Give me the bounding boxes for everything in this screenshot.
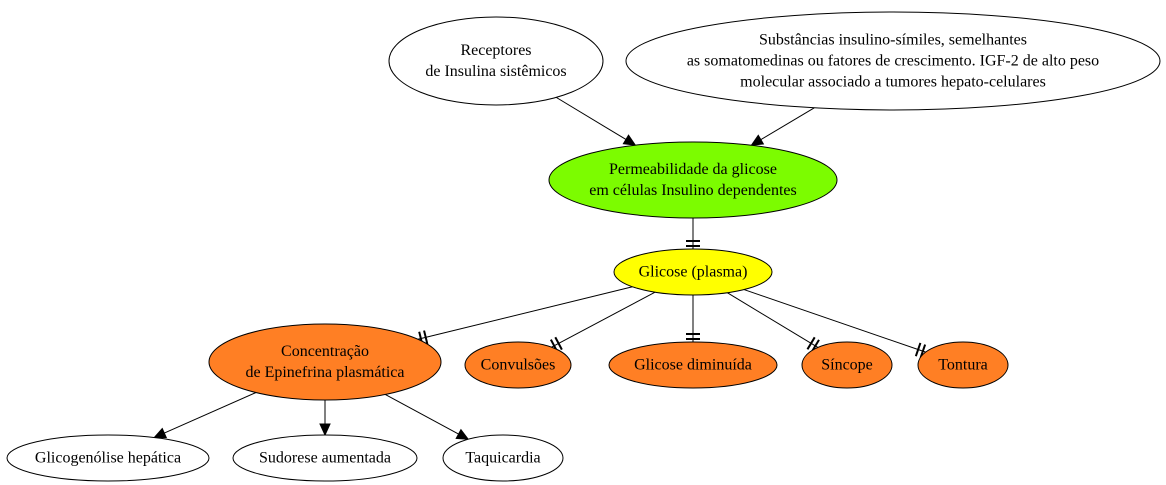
node-label-line: as somatomedinas ou fatores de crescimen… bbox=[687, 53, 1099, 70]
edge-line bbox=[551, 291, 656, 348]
edge-epinefrina-to-sudorese bbox=[319, 400, 331, 437]
arrowhead bbox=[153, 427, 168, 439]
inhibition-bar-2 bbox=[554, 336, 563, 351]
node-label-line: Glicose (plasma) bbox=[639, 264, 748, 281]
node-shape bbox=[917, 341, 1009, 389]
node-shape bbox=[613, 248, 773, 296]
arrowhead bbox=[319, 423, 331, 437]
node-permeabilidade: Permeabilidade da glicose em células Insu… bbox=[548, 141, 838, 219]
edge-glicose_plasma-to-glicose_diminuida bbox=[686, 295, 700, 342]
node-shape bbox=[801, 341, 893, 389]
inhibition-bar-2 bbox=[914, 342, 922, 357]
arrowhead bbox=[455, 428, 470, 440]
node-shape bbox=[548, 141, 838, 219]
node-shape bbox=[6, 434, 210, 482]
node-glicose-plasma: Glicose (plasma) bbox=[613, 248, 773, 296]
node-label-line: Síncope bbox=[821, 357, 873, 374]
arrowhead bbox=[750, 134, 765, 146]
edge-glicose_plasma-to-epinefrina bbox=[417, 286, 633, 346]
edge-line bbox=[760, 107, 815, 141]
node-taquicardia: Taquicardia bbox=[442, 434, 564, 482]
nodes-layer: Receptores de Insulina sistêmicos Substânc… bbox=[6, 11, 1161, 482]
edge-line bbox=[727, 292, 819, 348]
node-shape bbox=[608, 341, 778, 389]
edge-glicose_plasma-to-sincope bbox=[727, 292, 820, 353]
node-shape bbox=[625, 11, 1161, 111]
edge-epinefrina-to-glicogenolise bbox=[153, 392, 257, 439]
node-label-line: Substâncias insulino-símiles, semelhante… bbox=[759, 32, 1027, 49]
edge-line bbox=[743, 289, 926, 353]
node-label-line: Tontura bbox=[938, 357, 988, 374]
node-shape bbox=[388, 16, 604, 106]
node-epinefrina: Concentração de Epinefrina plasmática bbox=[208, 323, 442, 401]
node-shape bbox=[208, 323, 442, 401]
edge-permeabilidade-to-glicose_plasma bbox=[686, 218, 700, 249]
node-sudorese: Sudorese aumentada bbox=[232, 434, 418, 482]
edge-line bbox=[417, 286, 633, 340]
node-sincope: Síncope bbox=[801, 341, 893, 389]
edge-epinefrina-to-taquicardia bbox=[384, 394, 470, 440]
node-shape bbox=[232, 434, 418, 482]
node-label-line: Glicogenólise hepática bbox=[35, 450, 181, 467]
node-shape bbox=[464, 341, 572, 389]
edge-receptores-to-permeabilidade bbox=[555, 96, 637, 146]
node-label-line: de Epinefrina plasmática bbox=[245, 364, 404, 381]
node-label-line: Convulsões bbox=[481, 357, 556, 374]
node-tontura: Tontura bbox=[917, 341, 1009, 389]
node-label-line: Concentração bbox=[281, 343, 369, 360]
node-convulsoes: Convulsões bbox=[464, 341, 572, 389]
node-label-line: de Insulina sistêmicos bbox=[425, 63, 566, 80]
inhibition-bar-2 bbox=[423, 330, 429, 345]
node-label-line: Sudorese aumentada bbox=[259, 450, 391, 467]
edge-glicose_plasma-to-convulsoes bbox=[550, 291, 656, 353]
node-receptores: Receptores de Insulina sistêmicos bbox=[388, 16, 604, 106]
node-label-line: Glicose diminuída bbox=[634, 357, 752, 374]
arrowhead bbox=[622, 134, 637, 146]
edge-line bbox=[164, 392, 257, 434]
edge-line bbox=[555, 96, 627, 140]
edge-line bbox=[384, 394, 459, 435]
node-label-line: Taquicardia bbox=[465, 450, 540, 467]
node-label-line: Receptores bbox=[460, 42, 531, 59]
node-label-line: em células Insulino dependentes bbox=[589, 182, 797, 199]
node-shape bbox=[442, 434, 564, 482]
edge-substancias-to-permeabilidade bbox=[750, 107, 815, 146]
inhibition-bar-2 bbox=[806, 336, 816, 350]
node-label-line: molecular associado a tumores hepato-cel… bbox=[740, 74, 1046, 91]
node-substancias: Substâncias insulino-símiles, semelhante… bbox=[625, 11, 1161, 111]
node-label-line: Permeabilidade da glicose bbox=[609, 161, 777, 178]
node-glicogenolise: Glicogenólise hepática bbox=[6, 434, 210, 482]
node-glicose-diminuida: Glicose diminuída bbox=[608, 341, 778, 389]
